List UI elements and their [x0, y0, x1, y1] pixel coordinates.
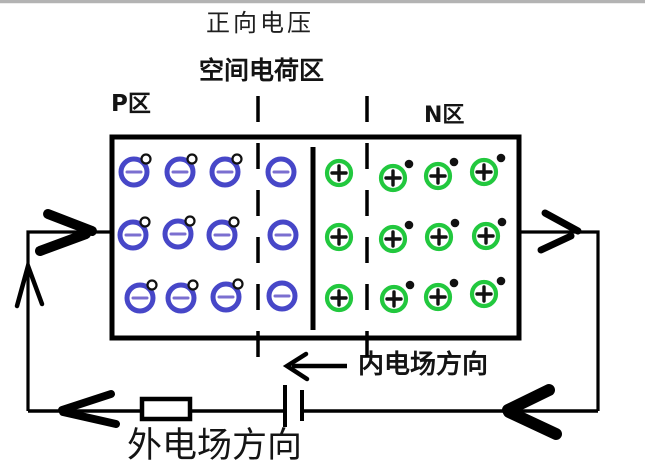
electron-icon [404, 220, 414, 230]
p-region-charges [120, 153, 296, 312]
hole-icon [186, 153, 198, 165]
donor-ion-depletion-icon [327, 225, 351, 249]
resistor-icon [139, 396, 193, 422]
donor-ion-icon [426, 164, 450, 188]
battery-icon [283, 385, 304, 427]
right-circuit-wire [519, 230, 600, 411]
hole-icon [140, 153, 152, 165]
internal-field-arrow [282, 351, 347, 382]
space-charge-region-label: 空间电荷区 [199, 56, 325, 85]
acceptor-ion-depletion-icon [269, 283, 295, 309]
acceptor-ion-depletion-icon [268, 159, 294, 185]
hole-icon [139, 216, 151, 228]
donor-ion-icon [472, 282, 496, 306]
electron-icon [405, 280, 415, 290]
current-arrow-out-n [537, 209, 582, 254]
electron-icon [449, 278, 459, 288]
electron-icon [496, 153, 506, 163]
hole-icon [146, 279, 158, 291]
current-arrow-bottom-left [58, 390, 120, 428]
semiconductor-box [109, 134, 522, 341]
hole-icon [228, 216, 240, 228]
acceptor-ion-depletion-icon [270, 222, 296, 248]
top-divider-bar [0, 0, 645, 4]
donor-ion-icon [427, 225, 451, 249]
current-arrow-into-p [35, 209, 97, 256]
left-circuit-wire [26, 230, 112, 411]
donor-ion-depletion-icon [327, 286, 351, 310]
external-field-direction-label: 外电场方向 [127, 426, 303, 466]
electron-icon [404, 159, 414, 169]
donor-ion-icon [381, 227, 405, 251]
n-region-label: N区 [424, 103, 465, 128]
electron-icon [497, 217, 507, 227]
current-arrow-up-left [14, 258, 45, 309]
diagram-title: 正向电压 [206, 9, 314, 37]
hole-icon [184, 215, 196, 227]
internal-field-direction-label: 内电场方向 [358, 350, 489, 380]
hole-icon [187, 279, 199, 291]
electron-icon [496, 276, 506, 286]
donor-ion-depletion-icon [327, 161, 351, 185]
electron-icon [450, 218, 460, 228]
p-region-label: P区 [111, 91, 151, 117]
current-arrow-bottom-right [502, 384, 562, 440]
donor-ion-icon [472, 160, 496, 184]
electron-icon [449, 157, 459, 167]
donor-ion-icon [381, 166, 405, 190]
hole-icon [231, 153, 243, 165]
donor-ion-icon [474, 224, 498, 248]
donor-ion-icon [426, 285, 450, 309]
hole-icon [232, 278, 244, 290]
n-region-charges [327, 153, 507, 311]
donor-ion-icon [382, 287, 406, 311]
